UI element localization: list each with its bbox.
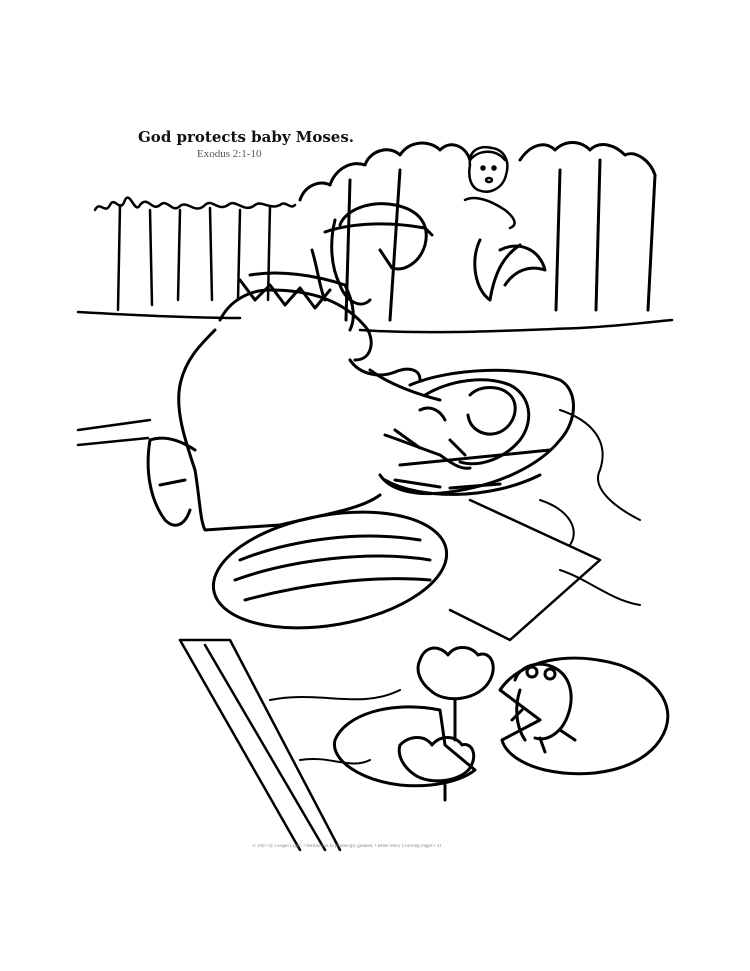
basket-with-baby [378,368,575,496]
stone-walkway [76,418,602,852]
reeds-left [93,196,297,312]
page-title: God protects baby Moses. [138,128,355,146]
river-horizon [76,310,674,334]
water-ripples [269,409,641,765]
reeds-right [298,141,657,322]
scripture-reference: Exodus 2:1-10 [197,148,262,160]
copyright-footer: © 1997 by Gospel Light. • Permission to … [252,844,442,849]
miriam [463,146,516,230]
frog [510,662,577,754]
pharaohs-daughter [146,202,472,532]
lily-pads [333,646,670,802]
basket-lid [211,510,449,630]
